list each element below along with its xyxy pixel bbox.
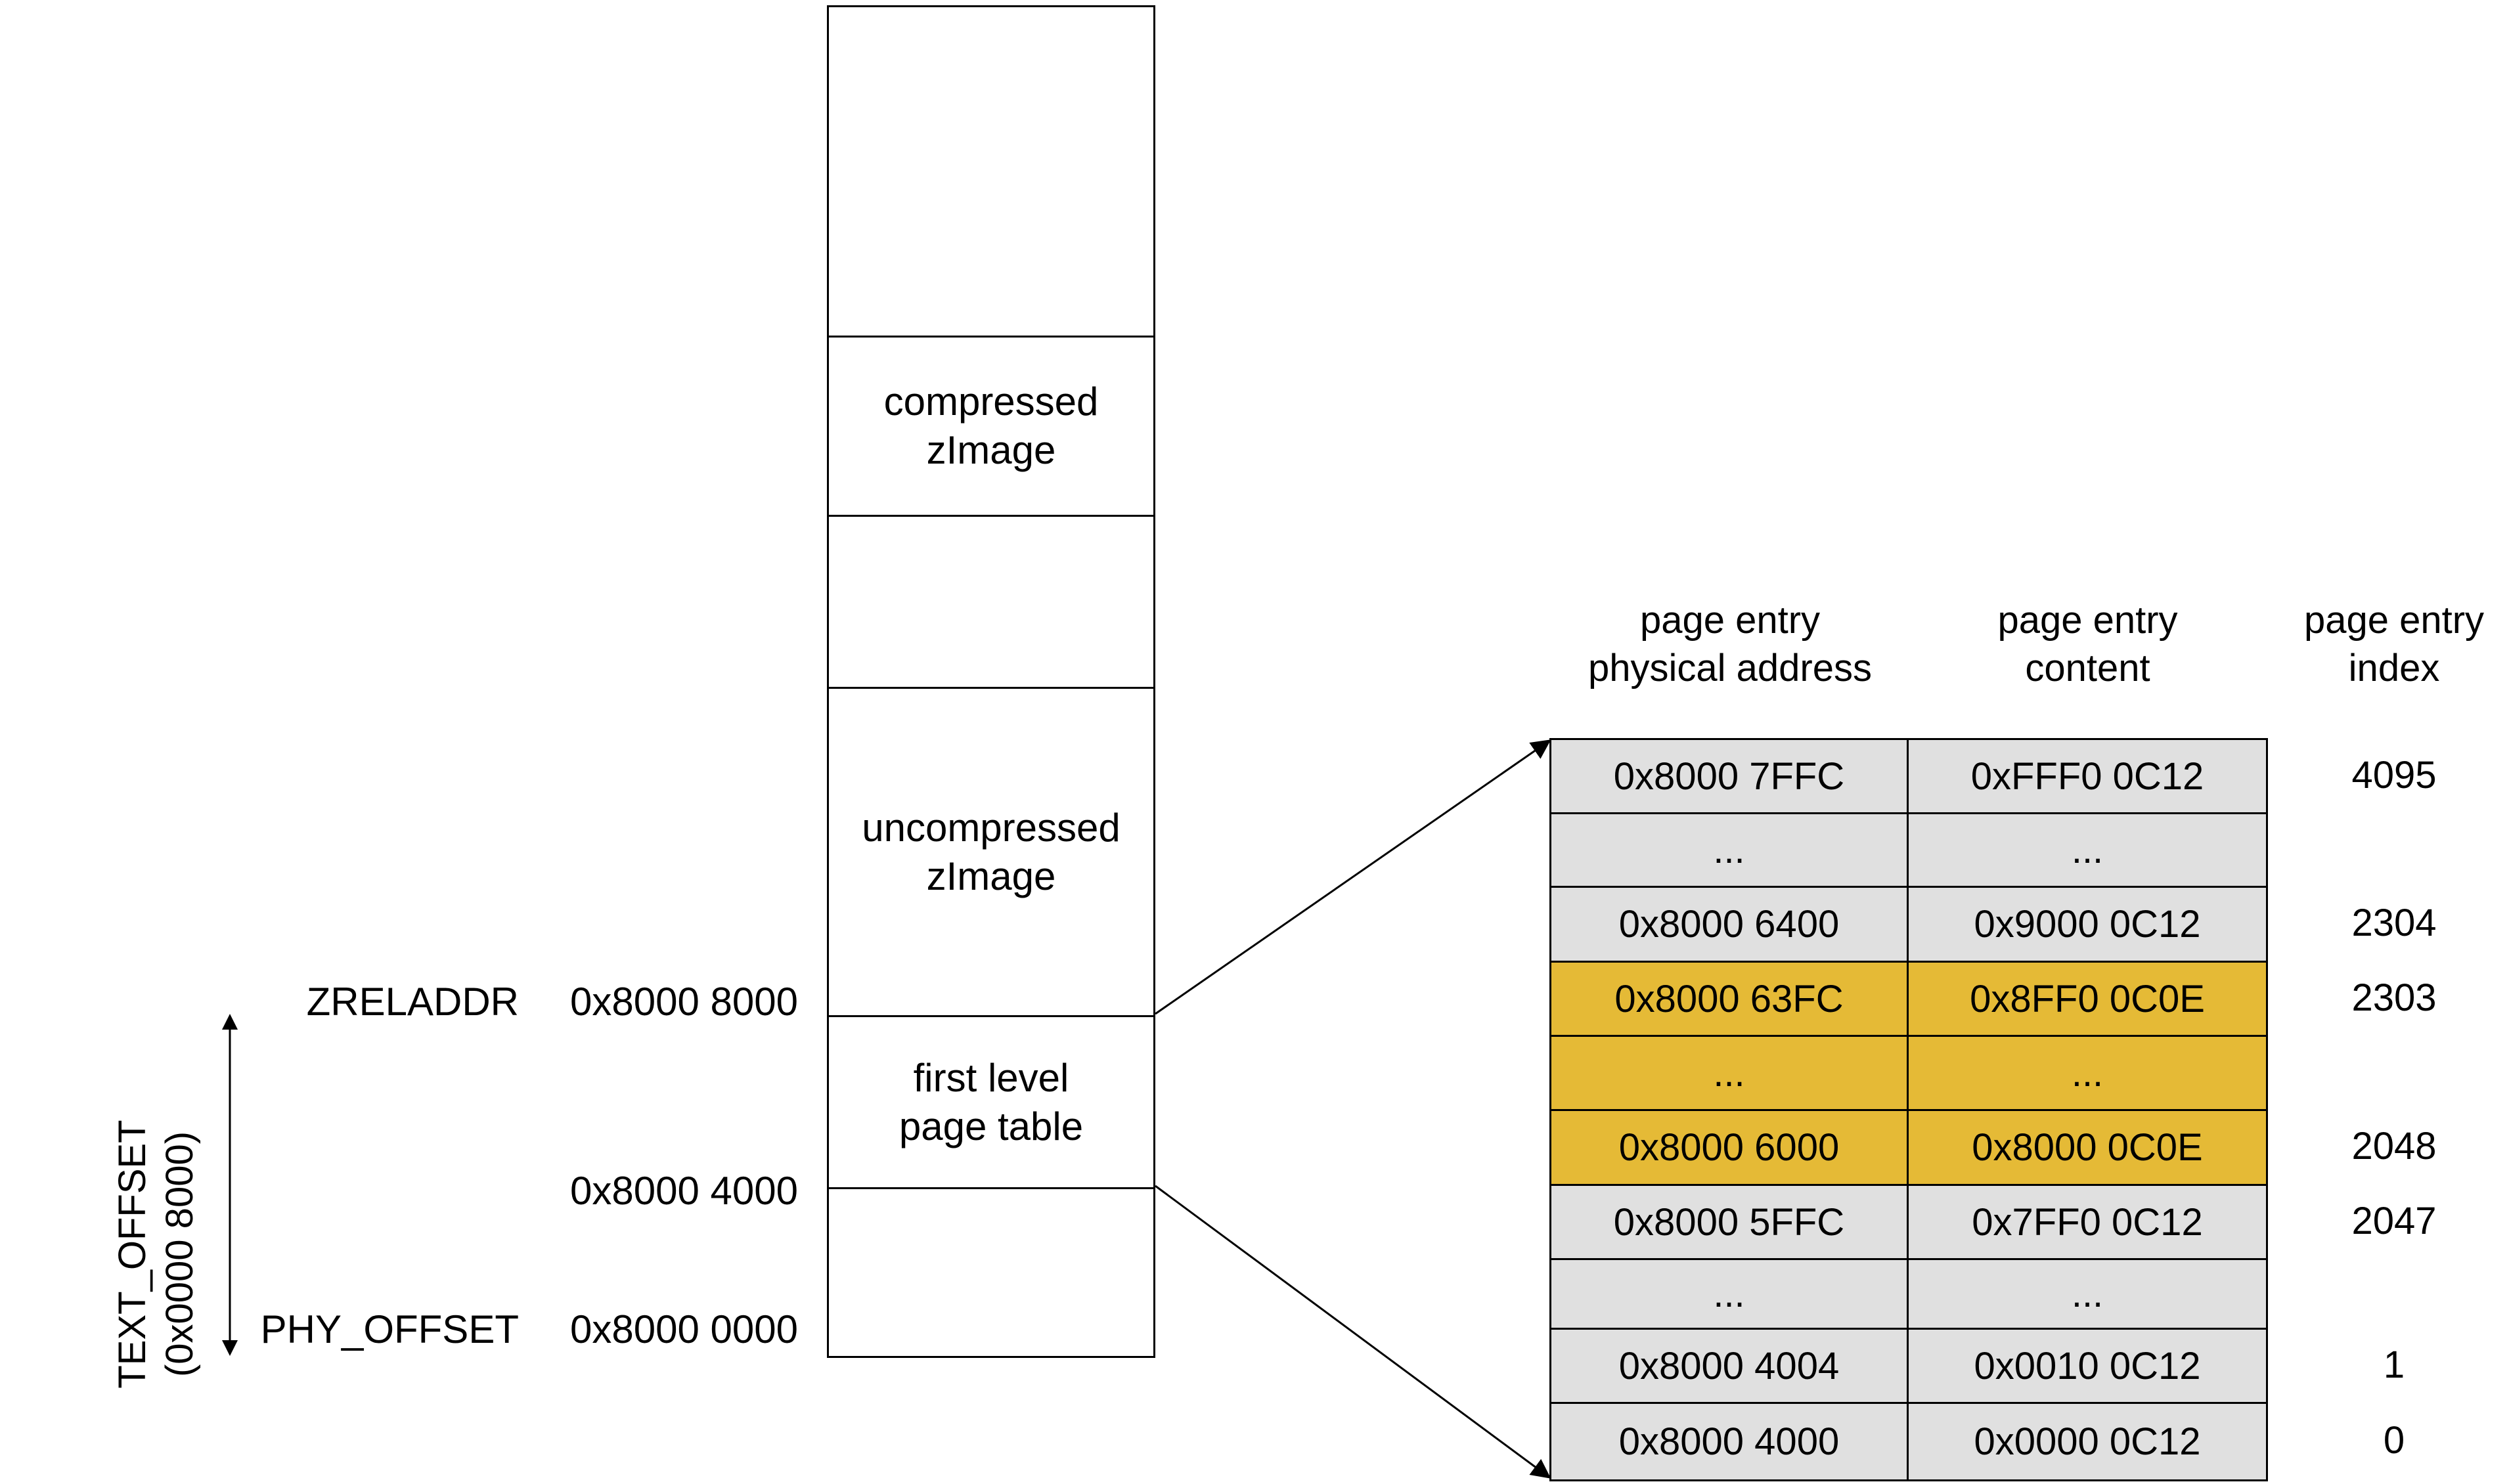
header-entry-index: page entry index [2303, 599, 2485, 689]
entry-content: 0xFFF0 0C12 [1909, 740, 2268, 814]
entry-physical-address: 0x8000 6000 [1551, 1111, 1909, 1186]
entry-physical-address: 0x8000 63FC [1551, 963, 1909, 1037]
phy-offset-address: 0x8000 0000 [570, 1307, 798, 1351]
entry-content: 0x7FF0 0C12 [1909, 1186, 2268, 1260]
header-physical-address: page entry physical address [1588, 599, 1872, 689]
entry-physical-address: 0x8000 5FFC [1551, 1186, 1909, 1260]
entry-physical-address: ... [1551, 1260, 1909, 1330]
zreladdr-address: 0x8000 8000 [570, 980, 798, 1024]
page-table-start-address: 0x8000 4000 [570, 1169, 798, 1213]
memory-region-compressed-zimage: compressed zImage [829, 338, 1153, 517]
entry-index: 2048 [2351, 1125, 2437, 1168]
memory-region-top [829, 7, 1153, 338]
entry-content: ... [1909, 814, 2268, 888]
header-entry-content: page entry content [1997, 599, 2178, 689]
entry-index: 2047 [2351, 1200, 2437, 1242]
table-row: ...... [1551, 1260, 2268, 1330]
entry-physical-address: ... [1551, 1037, 1909, 1111]
memory-map-column: compressed zImage uncompressed zImage fi… [827, 5, 1155, 1358]
entry-content: 0x8000 0C0E [1909, 1111, 2268, 1186]
entry-index: 4095 [2351, 754, 2437, 797]
entry-index: 2303 [2351, 976, 2437, 1019]
zreladdr-label: ZRELADDR [306, 980, 519, 1024]
entry-physical-address: ... [1551, 814, 1909, 888]
memory-region-gap [829, 517, 1153, 689]
phy-offset-label: PHY_OFFSET [260, 1307, 519, 1351]
entry-index: 0 [2383, 1419, 2405, 1462]
table-row: ...... [1551, 814, 2268, 888]
memory-region-uncompressed-zimage: uncompressed zImage [829, 689, 1153, 1017]
entry-physical-address: 0x8000 6400 [1551, 888, 1909, 963]
entry-content: 0x8FF0 0C0E [1909, 963, 2268, 1037]
entry-content: ... [1909, 1037, 2268, 1111]
entry-physical-address: 0x8000 7FFC [1551, 740, 1909, 814]
table-row: ...... [1551, 1037, 2268, 1111]
entry-content: 0x9000 0C12 [1909, 888, 2268, 963]
entry-content: ... [1909, 1260, 2268, 1330]
entry-content: 0x0000 0C12 [1909, 1404, 2268, 1481]
entry-physical-address: 0x8000 4000 [1551, 1404, 1909, 1481]
entry-index: 2304 [2351, 902, 2437, 944]
memory-region-first-level-page-table: first level page table [829, 1017, 1153, 1189]
entry-content: 0x0010 0C12 [1909, 1330, 2268, 1404]
entry-index: 1 [2383, 1343, 2405, 1386]
arrow-to-table-top [1155, 739, 1551, 1015]
entry-physical-address: 0x8000 4004 [1551, 1330, 1909, 1404]
arrow-to-table-bottom [1155, 1185, 1551, 1479]
